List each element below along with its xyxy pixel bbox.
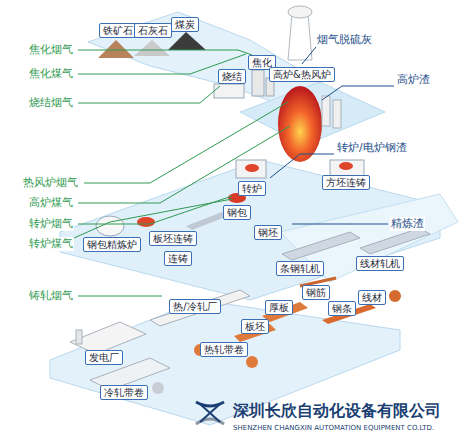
process-label: 钢筋 — [302, 285, 330, 300]
gas-label: 焦化烟气 — [28, 43, 74, 57]
company-name: 深圳长欣自动化设备有限公司 — [232, 401, 442, 420]
gas-label: 转炉烟气 — [28, 217, 74, 231]
label-text: 方坯连铸 — [326, 176, 366, 189]
label-text: 钢筋 — [306, 286, 326, 299]
label-text: 板坯连铸 — [153, 232, 193, 245]
process-label: 方坯连铸 — [322, 175, 370, 190]
label-text: 钢包 — [227, 206, 247, 219]
process-label: 热/冷轧厂 — [169, 299, 220, 314]
label-text: 热/冷轧厂 — [173, 300, 216, 313]
process-label: 烧结 — [218, 69, 246, 84]
gas-label: 高炉煤气 — [28, 196, 74, 210]
process-label: 钢条 — [328, 301, 356, 316]
process-label: 钢包 — [223, 205, 251, 220]
process-label: 高炉&热风炉 — [269, 67, 335, 82]
byproduct-label: 转炉/电炉钢渣 — [336, 141, 408, 155]
process-label: 煤炭 — [171, 17, 199, 32]
label-text: 石灰石 — [138, 24, 168, 37]
label-text: 钢包精炼炉 — [87, 238, 137, 251]
company-name: SHENZHEN CHANGXIN AUTOMATION EQUIPMENT C… — [232, 424, 435, 433]
label-text: 线材 — [362, 291, 382, 304]
process-label: 板坯 — [241, 319, 269, 334]
label-text: 转炉 — [242, 182, 262, 195]
label-text: 条钢轧机 — [280, 262, 320, 275]
label-text: 烧结 — [222, 70, 242, 83]
label-text: 发电厂 — [89, 351, 119, 364]
process-label: 厚板 — [265, 300, 293, 315]
process-label: 钢坯 — [254, 225, 282, 240]
process-label: 线材轧机 — [356, 256, 404, 271]
label-text: 连铸 — [168, 252, 188, 265]
gas-label: 烧结烟气 — [28, 96, 74, 110]
label-text: 高炉&热风炉 — [273, 68, 331, 81]
process-label: 条钢轧机 — [276, 261, 324, 276]
process-label: 发电厂 — [85, 350, 123, 365]
label-text: 冷轧带卷 — [104, 386, 144, 399]
process-label: 线材 — [358, 290, 386, 305]
label-text: 厚板 — [269, 301, 289, 314]
label-text: 钢坯 — [258, 226, 278, 239]
gas-label: 热风炉烟气 — [22, 176, 79, 190]
process-label: 钢包精炼炉 — [83, 237, 141, 252]
process-label: 冷轧带卷 — [100, 385, 148, 400]
process-label: 板坯连铸 — [149, 231, 197, 246]
process-label: 铁矿石 — [99, 23, 137, 38]
label-text: 钢条 — [332, 302, 352, 315]
process-label: 热轧带卷 — [200, 342, 248, 357]
gas-label: 转炉煤气 — [28, 237, 74, 251]
label-text: 煤炭 — [175, 18, 195, 31]
process-label: 石灰石 — [134, 23, 172, 38]
label-text: 热轧带卷 — [204, 343, 244, 356]
gas-label: 铸轧烟气 — [28, 289, 74, 303]
byproduct-label: 烟气脱硫灰 — [316, 33, 373, 47]
byproduct-label: 高炉渣 — [396, 73, 431, 87]
label-text: 铁矿石 — [103, 24, 133, 37]
byproduct-label: 精炼渣 — [390, 217, 425, 231]
label-text: 线材轧机 — [360, 257, 400, 270]
process-label: 连铸 — [164, 251, 192, 266]
gas-label: 焦化煤气 — [28, 67, 74, 81]
label-text: 板坯 — [245, 320, 265, 333]
process-label: 转炉 — [238, 181, 266, 196]
